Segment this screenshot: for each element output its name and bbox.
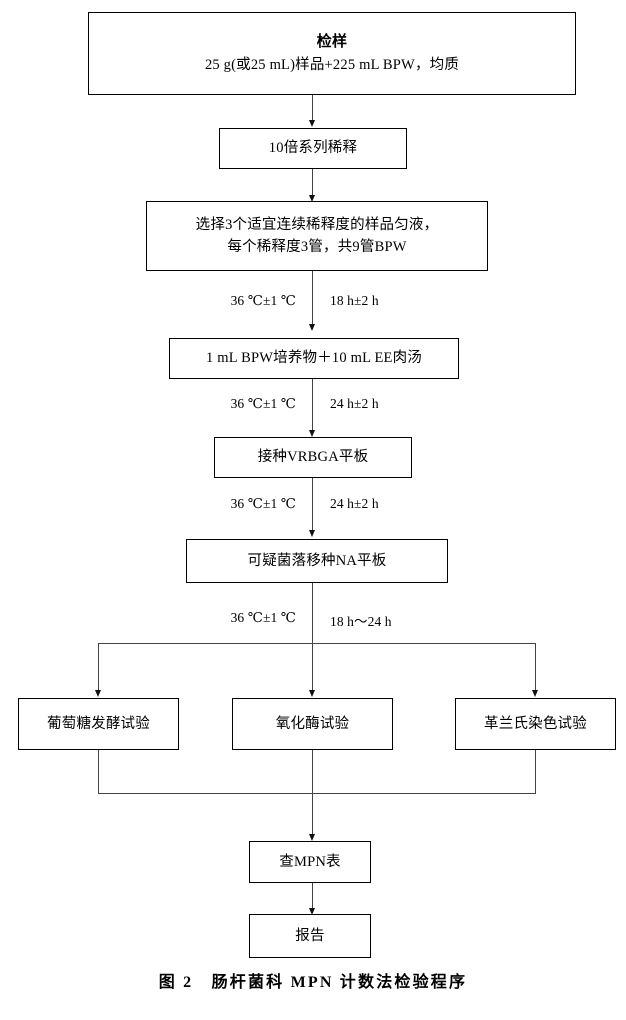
arrow-mpn-to-report — [309, 908, 315, 915]
node-vrbga-label: 接种VRBGA平板 — [257, 449, 369, 466]
connector-na-to-branch — [312, 583, 314, 644]
node-select-dilutions-line1: 选择3个适宜连续稀释度的样品匀液， — [195, 216, 439, 233]
arrow-dilution-to-select — [309, 195, 315, 202]
figure-caption: 图 2 肠杆菌科 MPN 计数法检验程序 — [158, 974, 468, 991]
node-test-oxidase-label: 氧化酶试验 — [275, 715, 350, 732]
merge-riser-middle — [312, 750, 314, 794]
annotation-step1-temperature: 36 ℃±1 ℃ — [230, 293, 296, 308]
node-test-glucose-label: 葡萄糖发酵试验 — [47, 715, 150, 732]
node-vrbga: 接种VRBGA平板 — [214, 437, 412, 478]
branch-bar-top — [98, 643, 536, 645]
node-sample-title: 检样 — [316, 33, 348, 50]
arrow-branch-to-oxidase — [309, 690, 315, 697]
node-test-oxidase: 氧化酶试验 — [232, 698, 393, 750]
arrow-branch-to-glucose — [95, 690, 101, 697]
node-test-glucose: 葡萄糖发酵试验 — [18, 698, 179, 750]
arrow-branch-to-gram — [532, 690, 538, 697]
node-report-label: 报告 — [295, 927, 325, 944]
arrow-select-to-ee — [309, 324, 315, 331]
branch-drop-left — [98, 643, 100, 693]
annotation-step3-temperature: 36 ℃±1 ℃ — [230, 496, 296, 511]
node-select-dilutions: 选择3个适宜连续稀释度的样品匀液， 每个稀释度3管，共9管BPW — [146, 201, 488, 271]
connector-select-to-ee — [312, 271, 314, 328]
node-mpn-table-label: 查MPN表 — [279, 853, 341, 870]
node-ee-broth: 1 mL BPW培养物＋10 mL EE肉汤 — [169, 338, 459, 379]
connector-mpn-to-report — [312, 883, 314, 913]
node-sample-detail: 25 g(或25 mL)样品+225 mL BPW，均质 — [204, 56, 460, 73]
node-report: 报告 — [249, 914, 371, 958]
annotation-step4-temperature: 36 ℃±1 ℃ — [230, 610, 296, 625]
connector-vrbga-to-na — [312, 478, 314, 534]
merge-bar-bottom — [98, 793, 536, 795]
node-select-dilutions-line2: 每个稀释度3管，共9管BPW — [227, 239, 407, 255]
annotation-step3-time: 24 h±2 h — [330, 496, 379, 511]
node-test-gram: 革兰氏染色试验 — [455, 698, 616, 750]
annotation-step4-time: 18 h～24 h — [330, 614, 392, 629]
arrow-merge-to-mpn — [309, 834, 315, 841]
merge-riser-left — [98, 750, 100, 794]
node-na-plate-label: 可疑菌落移种NA平板 — [247, 552, 387, 569]
arrow-vrbga-to-na — [309, 530, 315, 537]
node-dilution-label: 10倍系列稀释 — [268, 140, 358, 157]
arrow-ee-to-vrbga — [309, 430, 315, 437]
merge-riser-right — [535, 750, 537, 794]
node-ee-broth-label: 1 mL BPW培养物＋10 mL EE肉汤 — [206, 350, 422, 367]
arrow-sample-to-dilution — [309, 120, 315, 127]
node-na-plate: 可疑菌落移种NA平板 — [186, 539, 448, 583]
annotation-step1-time: 18 h±2 h — [330, 293, 379, 308]
node-test-gram-label: 革兰氏染色试验 — [484, 715, 587, 732]
annotation-step2-temperature: 36 ℃±1 ℃ — [230, 396, 296, 411]
node-mpn-table: 查MPN表 — [249, 841, 371, 883]
connector-dilution-to-select — [312, 169, 314, 199]
connector-ee-to-vrbga — [312, 379, 314, 434]
connector-merge-to-mpn — [312, 793, 314, 839]
branch-drop-right — [535, 643, 537, 693]
node-sample: 检样 25 g(或25 mL)样品+225 mL BPW，均质 — [88, 12, 576, 95]
connector-sample-to-dilution — [312, 95, 314, 124]
branch-drop-middle — [312, 643, 314, 693]
annotation-step2-time: 24 h±2 h — [330, 396, 379, 411]
node-dilution: 10倍系列稀释 — [219, 128, 407, 169]
